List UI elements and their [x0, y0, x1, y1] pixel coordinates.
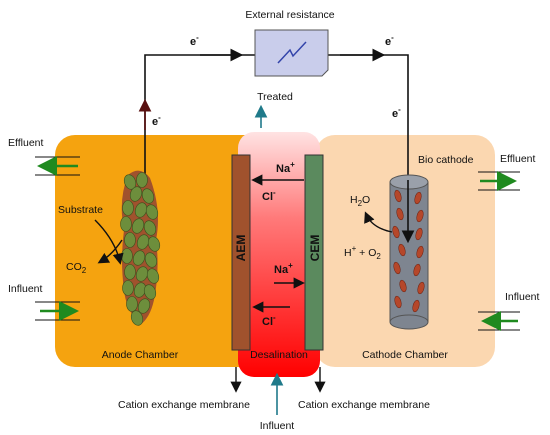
anode-bacterium	[129, 186, 143, 202]
anode-bacterium	[145, 204, 159, 220]
electron-label-left: e-	[152, 113, 161, 128]
cathode-bacterium	[392, 225, 400, 239]
anode-bacterium	[124, 264, 136, 280]
anode-chamber-label: Anode Chamber	[102, 349, 179, 361]
cathode-chamber-label: Cathode Chamber	[362, 349, 448, 361]
electron-label-top-right: e-	[385, 33, 394, 48]
h2o-reaction-arrow	[364, 211, 393, 233]
anode-chamber	[55, 135, 265, 367]
anode-bacterium	[122, 200, 134, 216]
cathode-bacterium	[399, 279, 407, 293]
cathode-influent-label: Influent	[505, 291, 540, 303]
cathode-bacterium	[396, 207, 404, 221]
anode-bacterium	[126, 296, 138, 312]
aem-label: AEM	[234, 235, 248, 262]
cathode-bacterium	[394, 189, 402, 203]
anode-bacterium	[121, 248, 133, 264]
cathode-effluent-label: Effluent	[500, 153, 535, 165]
anode-bacterium	[143, 220, 157, 236]
anode-influent-label: Influent	[8, 283, 43, 295]
cathode-influent-arrow	[478, 311, 520, 331]
anode-bacterium	[137, 298, 151, 314]
cl-ion-top-label: Cl-	[262, 188, 276, 203]
anode-bacterium	[130, 310, 144, 326]
electron-label-top-left: e-	[190, 33, 199, 48]
na-ion-top-label: Na+	[276, 160, 295, 175]
co2-label: CO2	[66, 261, 87, 275]
anode-bacterium	[124, 232, 136, 248]
cathode-bacterium	[415, 227, 423, 241]
na-ion-bottom-label: Na+	[274, 261, 293, 276]
cation-membrane-right-label: Cation exchange membrane	[298, 399, 430, 411]
cem-membrane	[304, 154, 324, 351]
anode-bacterium	[144, 252, 158, 268]
cathode-bacterium	[416, 245, 424, 259]
anode-bacterium	[120, 216, 132, 232]
anode-effluent-arrow	[35, 156, 80, 176]
h2o-label: H2O	[350, 194, 370, 208]
bio-cathode-rod	[389, 174, 429, 330]
co2-reaction-arrow	[97, 239, 123, 264]
desalination-chamber	[238, 132, 320, 377]
cathode-bacterium	[412, 299, 420, 313]
substrate-reaction-arrow	[94, 219, 124, 265]
cathode-bacterium	[394, 295, 402, 309]
cl-ion-bottom-label: Cl-	[262, 313, 276, 328]
electron-label-right: e-	[392, 105, 401, 120]
anode-effluent-label: Effluent	[8, 137, 43, 149]
cathode-bacterium	[393, 261, 401, 275]
cathode-effluent-arrow	[478, 171, 520, 191]
anode-bacterium	[132, 250, 146, 266]
anode-bacterium	[141, 188, 155, 204]
anode-bacterium	[122, 280, 134, 296]
aem-membrane	[231, 154, 251, 351]
cathode-bacterium	[413, 263, 421, 277]
resistor-zigzag-icon	[277, 41, 307, 64]
cathode-bacterium	[417, 281, 425, 295]
external-resistance-label: External resistance	[245, 9, 334, 21]
anode-bacterium	[131, 218, 145, 234]
bottom-influent-label: Influent	[260, 420, 295, 432]
cation-membrane-left-label: Cation exchange membrane	[118, 399, 250, 411]
anode-biofilm	[120, 170, 161, 326]
cem-label: CEM	[308, 235, 322, 262]
anode-bacterium	[143, 284, 157, 300]
treated-label: Treated	[257, 91, 293, 103]
h-o2-reaction-label: H+ + O2	[344, 244, 381, 261]
anode-influent-arrow	[35, 301, 80, 321]
substrate-label: Substrate	[58, 204, 103, 216]
cathode-bacterium	[414, 191, 422, 205]
anode-bacterium	[136, 172, 148, 188]
anode-bacterium	[146, 268, 160, 284]
bio-cathode-label: Bio cathode	[418, 154, 474, 166]
desalination-label: Desalination	[250, 349, 308, 361]
cathode-bacterium	[398, 243, 406, 257]
cathode-bacterium	[416, 209, 424, 223]
anode-bacterium	[147, 236, 161, 252]
